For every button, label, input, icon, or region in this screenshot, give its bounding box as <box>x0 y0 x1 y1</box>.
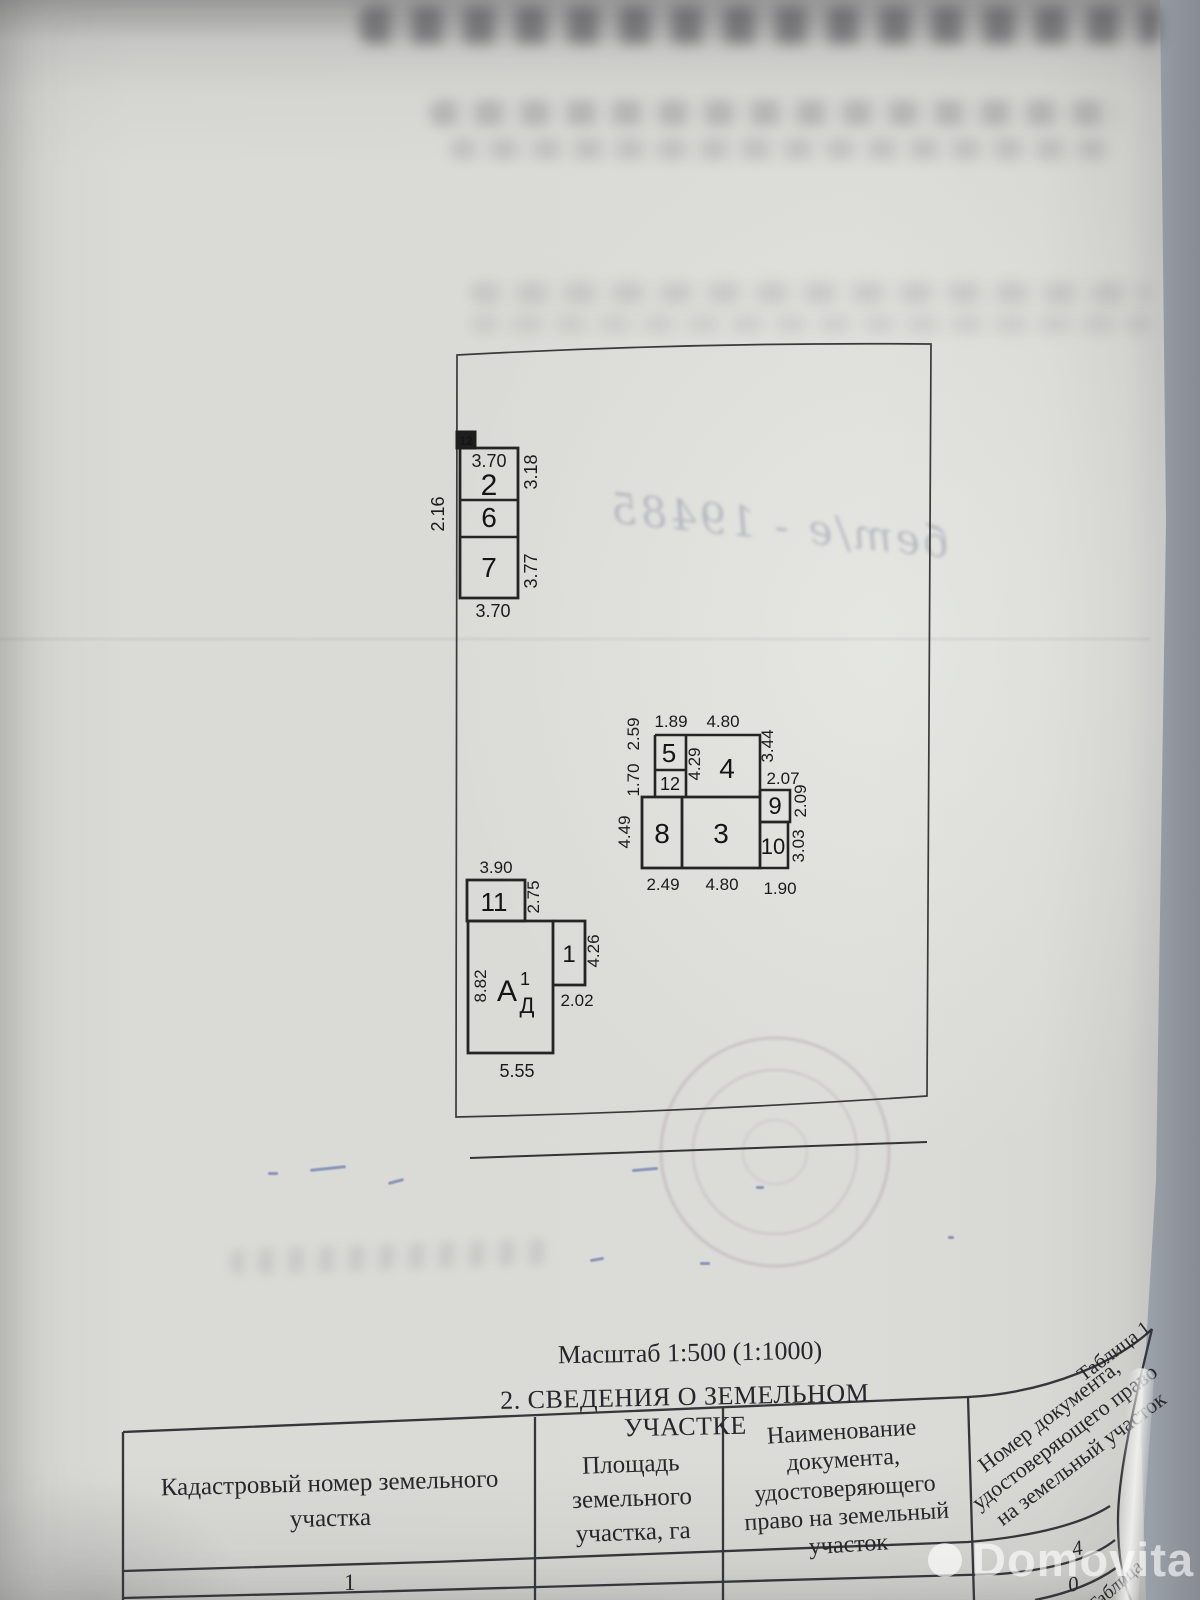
dim-480-bottom: 4.80 <box>705 875 738 894</box>
table-header-bottom-border <box>122 1505 1111 1573</box>
outbuilding-top-dividers <box>460 498 518 539</box>
house-letter-sub: Д <box>520 993 535 1018</box>
plot-boundary <box>455 342 932 1118</box>
dim-344: 3.44 <box>758 729 777 762</box>
room-6-label: 6 <box>481 502 497 533</box>
dim-303: 3.03 <box>789 829 808 862</box>
midblock-upper-walls <box>653 733 762 797</box>
watermark-logo-icon <box>928 1542 962 1577</box>
dim-555: 5.55 <box>499 1061 534 1081</box>
room-10-label: 10 <box>761 834 785 859</box>
dim-190: 1.90 <box>763 879 796 898</box>
street-line <box>469 1141 928 1159</box>
bleedthrough-text-smudge <box>430 100 1120 126</box>
stamp-bleed <box>659 1036 891 1268</box>
dim-207: 2.07 <box>766 769 799 788</box>
outbuilding-top-outline <box>458 446 520 600</box>
dim-426: 4.26 <box>584 934 603 967</box>
corner-shadow <box>0 1440 300 1600</box>
table-header-cadastral-number: Кадастровый номер земельного участка <box>160 1465 499 1534</box>
room-10-walls <box>760 820 790 870</box>
dim-449: 4.49 <box>615 815 634 848</box>
dim-top-370: 3.70 <box>471 451 506 471</box>
bleedthrough-text-smudge <box>470 314 1150 334</box>
room-5-label: 5 <box>662 738 676 768</box>
watermark-text: Domovita <box>972 1533 1195 1586</box>
room-12-label: 12 <box>660 774 680 794</box>
dim-bottom-370: 3.70 <box>475 601 510 621</box>
ink-speck <box>756 1186 764 1189</box>
room-1-walls <box>553 919 587 987</box>
dim-202: 2.02 <box>560 991 593 1010</box>
scale-note: Масштаб 1:500 (1:1000) <box>557 1335 823 1370</box>
bleedthrough-rule-line <box>0 638 1150 640</box>
bleedthrough-title-smudge <box>360 6 1160 44</box>
room-1-label: 1 <box>562 941 575 968</box>
table-header-document-name: Наименование документа, удостоверяющего … <box>743 1414 950 1561</box>
dim-318: 3.18 <box>521 454 541 489</box>
dim-216: 2.16 <box>428 496 448 531</box>
dim-480-top: 4.80 <box>706 712 739 731</box>
room-9-label: 9 <box>768 793 781 820</box>
dim-390: 3.90 <box>479 858 512 877</box>
table-top-border <box>122 1328 1153 1434</box>
annex-12-box <box>455 430 477 450</box>
dim-209: 2.09 <box>791 784 810 817</box>
table-header-area: Площадь земельного участка, га <box>571 1449 693 1548</box>
table-borders <box>121 1328 1154 1600</box>
house-letter-label: А <box>497 975 517 1008</box>
ink-speck <box>948 1236 954 1239</box>
stamp-outer-circle <box>659 1036 891 1268</box>
bleedthrough-text-smudge <box>450 138 1110 160</box>
room-8-label: 8 <box>654 818 670 849</box>
stamp-inner-circle <box>692 1069 858 1235</box>
room-2-label: 2 <box>481 469 498 502</box>
table-numrow-bottom-border <box>122 1539 1116 1600</box>
dim-189: 1.89 <box>654 712 687 731</box>
dim-259: 2.59 <box>624 717 643 750</box>
bleedthrough-text-smudge <box>470 282 1150 304</box>
table-datarow-border <box>1034 1567 1117 1600</box>
dim-882: 8.82 <box>471 969 490 1002</box>
room-3-label: 3 <box>713 818 729 849</box>
table-col3-border <box>966 1396 976 1600</box>
ink-speck <box>700 1262 710 1265</box>
stamp-center-circle <box>742 1119 808 1185</box>
room-11-label: 11 <box>481 887 508 917</box>
house-letter-sup: 1 <box>520 969 530 989</box>
dim-170: 1.70 <box>624 763 643 796</box>
dim-249: 2.49 <box>646 875 679 894</box>
dim-275: 2.75 <box>524 880 543 913</box>
table-column-number-1: 1 <box>344 1570 356 1595</box>
dim-377: 3.77 <box>521 553 541 588</box>
house-main-walls <box>466 919 555 1055</box>
annex-12-label: 12 <box>459 434 473 448</box>
dim-429: 4.29 <box>685 747 704 780</box>
watermark: Domovita <box>928 1532 1194 1587</box>
room-7-label: 7 <box>481 552 497 583</box>
room-4-label: 4 <box>719 753 735 784</box>
ink-speck <box>268 1172 278 1175</box>
